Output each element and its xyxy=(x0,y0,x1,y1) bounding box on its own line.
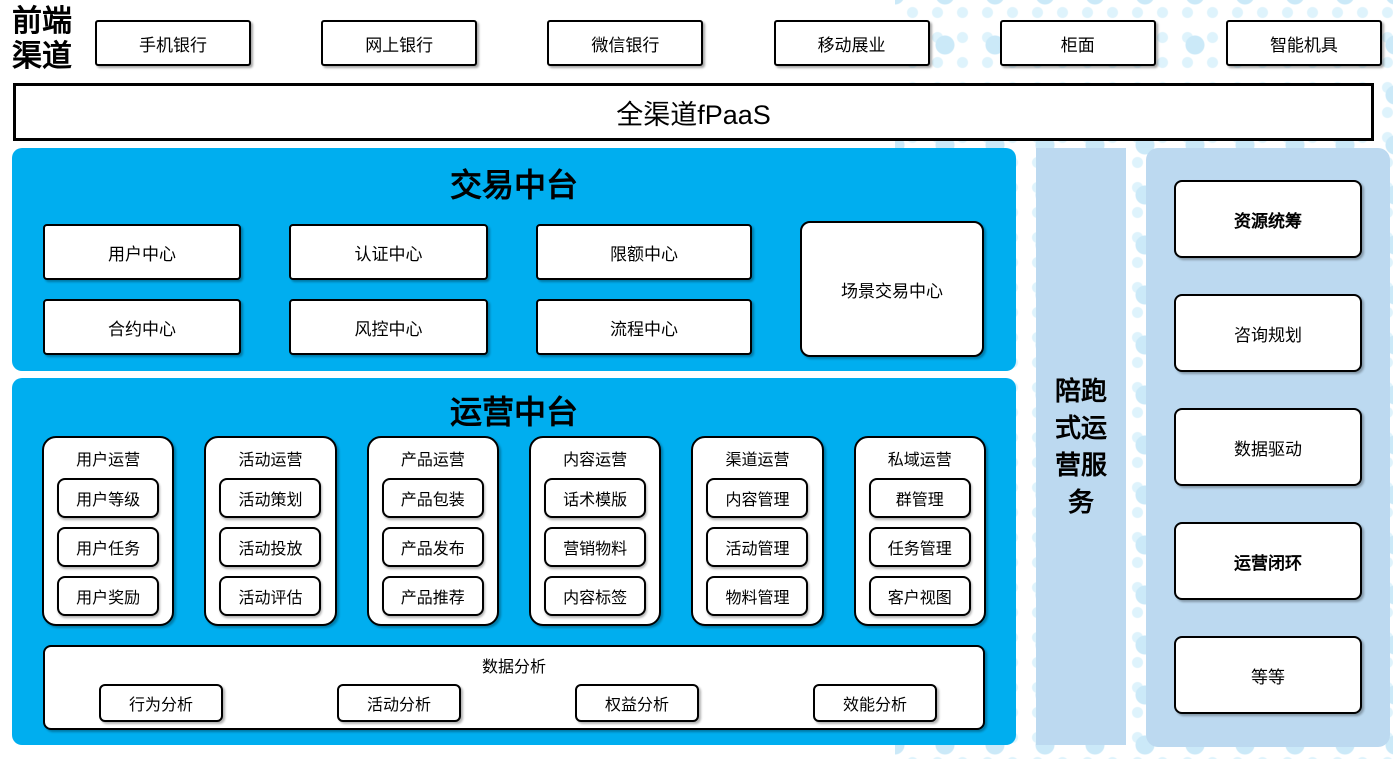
channel-box: 智能机具 xyxy=(1225,20,1382,66)
ops-item-box: 活动评估 xyxy=(219,576,322,616)
trade-center-grid: 用户中心 认证中心 限额中心 合约中心 风控中心 流程中心 xyxy=(43,224,752,355)
trade-platform-title: 交易中台 xyxy=(449,167,578,203)
ops-item-box: 产品包装 xyxy=(381,478,484,518)
trade-center-box: 限额中心 xyxy=(536,224,752,280)
ops-item-box: 营销物料 xyxy=(544,527,647,567)
trade-center-box: 风控中心 xyxy=(289,299,488,355)
data-analysis-box: 数据分析 行为分析 活动分析 权益分析 效能分析 xyxy=(43,645,985,730)
fpaas-bar: 全渠道fPaaS xyxy=(13,83,1374,141)
data-analysis-title: 数据分析 xyxy=(481,659,546,676)
ops-platform-panel: 运营中台 用户运营 用户等级 用户任务 用户奖励 xyxy=(12,378,1016,745)
ops-item-box: 活动管理 xyxy=(706,527,809,567)
ops-item-box: 用户等级 xyxy=(57,478,160,518)
ops-item-box: 群管理 xyxy=(868,478,971,518)
companion-service-label: 陪跑式运营服务 xyxy=(1054,375,1107,517)
ops-item-box: 活动策划 xyxy=(219,478,322,518)
ops-item-box: 话术模版 xyxy=(544,478,647,518)
ops-group-title: 活动运营 xyxy=(238,452,303,469)
ops-item-box: 内容管理 xyxy=(706,478,809,518)
ops-group-title: 产品运营 xyxy=(400,452,465,469)
ops-item-box: 内容标签 xyxy=(544,576,647,616)
ops-item-box: 用户任务 xyxy=(57,527,160,567)
ops-item-box: 活动投放 xyxy=(219,527,322,567)
companion-service-bar: 陪跑式运营服务 xyxy=(1036,148,1126,745)
front-channels-label: 前端渠道 xyxy=(12,5,72,73)
channel-box: 手机银行 xyxy=(95,20,251,66)
ops-group-card: 私域运营 群管理 任务管理 客户视图 xyxy=(853,436,986,626)
ops-item-box: 物料管理 xyxy=(706,576,809,616)
data-analysis-item-box: 行为分析 xyxy=(99,684,223,722)
ops-group-card: 活动运营 活动策划 活动投放 活动评估 xyxy=(204,436,337,626)
service-box: 资源统筹 xyxy=(1174,180,1362,258)
ops-group-card: 产品运营 产品包装 产品发布 产品推荐 xyxy=(366,436,499,626)
ops-group-items: 产品包装 产品发布 产品推荐 xyxy=(369,478,497,616)
ops-group-items: 群管理 任务管理 客户视图 xyxy=(856,478,984,616)
trade-center-box: 流程中心 xyxy=(536,299,752,355)
ops-group-card: 渠道运营 内容管理 活动管理 物料管理 xyxy=(691,436,824,626)
channel-box: 微信银行 xyxy=(547,20,704,66)
data-analysis-item-box: 效能分析 xyxy=(813,684,937,722)
ops-group-items: 内容管理 活动管理 物料管理 xyxy=(693,478,821,616)
ops-group-items: 活动策划 活动投放 活动评估 xyxy=(206,478,334,616)
service-box: 运营闭环 xyxy=(1174,522,1362,600)
ops-item-box: 任务管理 xyxy=(868,527,971,567)
channel-box: 移动展业 xyxy=(773,20,930,66)
ops-item-box: 产品推荐 xyxy=(381,576,484,616)
ops-group-title: 渠道运营 xyxy=(725,452,790,469)
ops-group-items: 话术模版 营销物料 内容标签 xyxy=(531,478,659,616)
ops-platform-title: 运营中台 xyxy=(449,394,578,430)
data-analysis-items: 行为分析 活动分析 权益分析 效能分析 xyxy=(99,684,937,722)
scene-trade-center-box: 场景交易中心 xyxy=(800,221,984,357)
trade-platform-panel: 交易中台 用户中心 认证中心 限额中心 合约中心 风控中心 流程中心 场景交易中… xyxy=(12,148,1016,371)
fpaas-label: 全渠道fPaaS xyxy=(616,99,771,130)
data-analysis-item-box: 权益分析 xyxy=(575,684,699,722)
ops-item-box: 客户视图 xyxy=(868,576,971,616)
service-box: 数据驱动 xyxy=(1174,408,1362,486)
service-box: 咨询规划 xyxy=(1174,294,1362,372)
data-analysis-item-box: 活动分析 xyxy=(337,684,461,722)
ops-group-title: 用户运营 xyxy=(76,452,141,469)
service-panel: 资源统筹 咨询规划 数据驱动 运营闭环 等等 xyxy=(1146,148,1390,747)
trade-center-box: 用户中心 xyxy=(43,224,241,280)
ops-item-box: 用户奖励 xyxy=(57,576,160,616)
ops-group-title: 内容运营 xyxy=(563,452,628,469)
ops-item-box: 产品发布 xyxy=(381,527,484,567)
channel-box: 柜面 xyxy=(999,20,1156,66)
ops-group-card: 内容运营 话术模版 营销物料 内容标签 xyxy=(528,436,662,626)
ops-group-row: 用户运营 用户等级 用户任务 用户奖励 活动运营 xyxy=(42,436,986,626)
trade-center-box: 认证中心 xyxy=(289,224,488,280)
trade-center-box: 合约中心 xyxy=(43,299,241,355)
service-box: 等等 xyxy=(1174,636,1362,714)
ops-group-title: 私域运营 xyxy=(887,452,952,469)
ops-group-card: 用户运营 用户等级 用户任务 用户奖励 xyxy=(42,436,175,626)
ops-group-items: 用户等级 用户任务 用户奖励 xyxy=(44,478,172,616)
channel-box: 网上银行 xyxy=(321,20,478,66)
front-channel-row: 手机银行 网上银行 微信银行 移动展业 柜面 智能机具 xyxy=(95,20,1382,66)
